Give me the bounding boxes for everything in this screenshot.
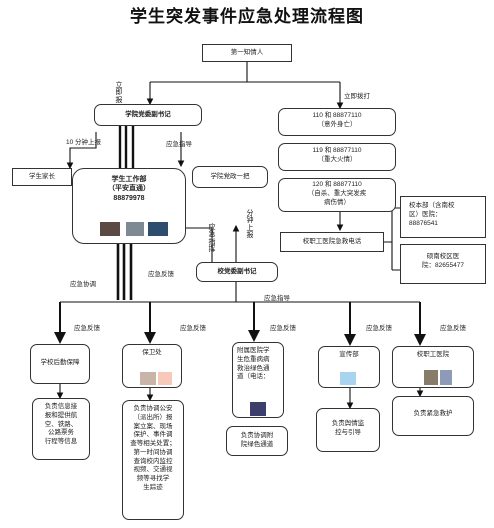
label-unit-feedback: 应急反馈 — [74, 325, 100, 332]
unit-logistics-box: 学校后勤保障 — [30, 344, 90, 384]
label-guidance-1: 应急指导 — [166, 141, 192, 148]
label-guidance-2: 应急指导 — [264, 295, 290, 302]
label-feedback-1: 应急反馈 — [148, 271, 174, 278]
redacted-block — [148, 222, 168, 236]
label-coordinate: 应急协调 — [70, 281, 96, 288]
label-unit-feedback: 应急反馈 — [366, 325, 392, 332]
redacted-block — [340, 372, 356, 385]
redacted-block — [440, 370, 452, 385]
duty-publicity-box: 负责舆情监 控与引导 — [316, 408, 380, 452]
hospital-phone-box: 校职工医院急救电话 — [280, 232, 384, 252]
police-box: 110 和 88877110（意外身亡） — [278, 108, 396, 136]
label-emergency-command: 应急指挥 — [208, 224, 216, 254]
label-unit-feedback: 应急反馈 — [180, 325, 206, 332]
first-person-box: 第一知情人 — [202, 44, 292, 62]
redacted-block — [424, 370, 438, 385]
redacted-block — [140, 372, 156, 385]
duty-logistics-box: 负责信息接 报和提供航 空、铁路、 公路票务 行程等信息 — [32, 398, 90, 460]
ambulance-box: 120 和 88877110（自杀、重大突发疾病伤情） — [278, 178, 396, 212]
college-first-box: 学院党政一把 — [192, 166, 268, 188]
label-report-10min: 10 分钟上报 — [66, 139, 102, 146]
student-parents-box: 学生家长 — [12, 168, 72, 186]
redacted-block — [126, 222, 144, 236]
label-unit-feedback: 应急反馈 — [440, 325, 466, 332]
arrow-affairs-to-secretary — [186, 227, 213, 262]
fire-box: 119 和 88877110（重大火情） — [278, 143, 396, 171]
label-report-minutes: 分钟上报 — [246, 210, 254, 240]
page-title: 学生突发事件应急处理流程图 — [130, 7, 364, 27]
arrow-to-parents — [66, 132, 97, 170]
main-campus-hospital-box: 校本部（含南校区）医院：88876541 — [400, 196, 486, 238]
redacted-block — [250, 402, 266, 416]
south-campus-hospital-box: 硕南校区医院：82655477 — [400, 244, 486, 284]
duty-security-box: 负责协调公安 （派出所）报 案立案、现场 保护、事件调 查等相关处置； 第一时间… — [122, 400, 184, 520]
double-line-affairs-down — [116, 244, 133, 300]
duty-leader-box: 学院党委副书记 — [94, 104, 202, 126]
party-secretary-box: 校党委副书记 — [196, 262, 278, 282]
label-report-immediately: 立即报 — [115, 82, 123, 104]
redacted-block — [158, 372, 172, 385]
redacted-block — [100, 222, 120, 236]
duty-affiliated-hospital-box: 负责协调附 院绿色通道 — [226, 426, 288, 456]
bracket-hospitals — [384, 207, 400, 271]
label-unit-feedback: 应急反馈 — [270, 325, 296, 332]
duty-clinic-box: 负责紧急救护 — [392, 396, 474, 436]
label-dial-immediately: 立即拨打 — [344, 93, 370, 100]
